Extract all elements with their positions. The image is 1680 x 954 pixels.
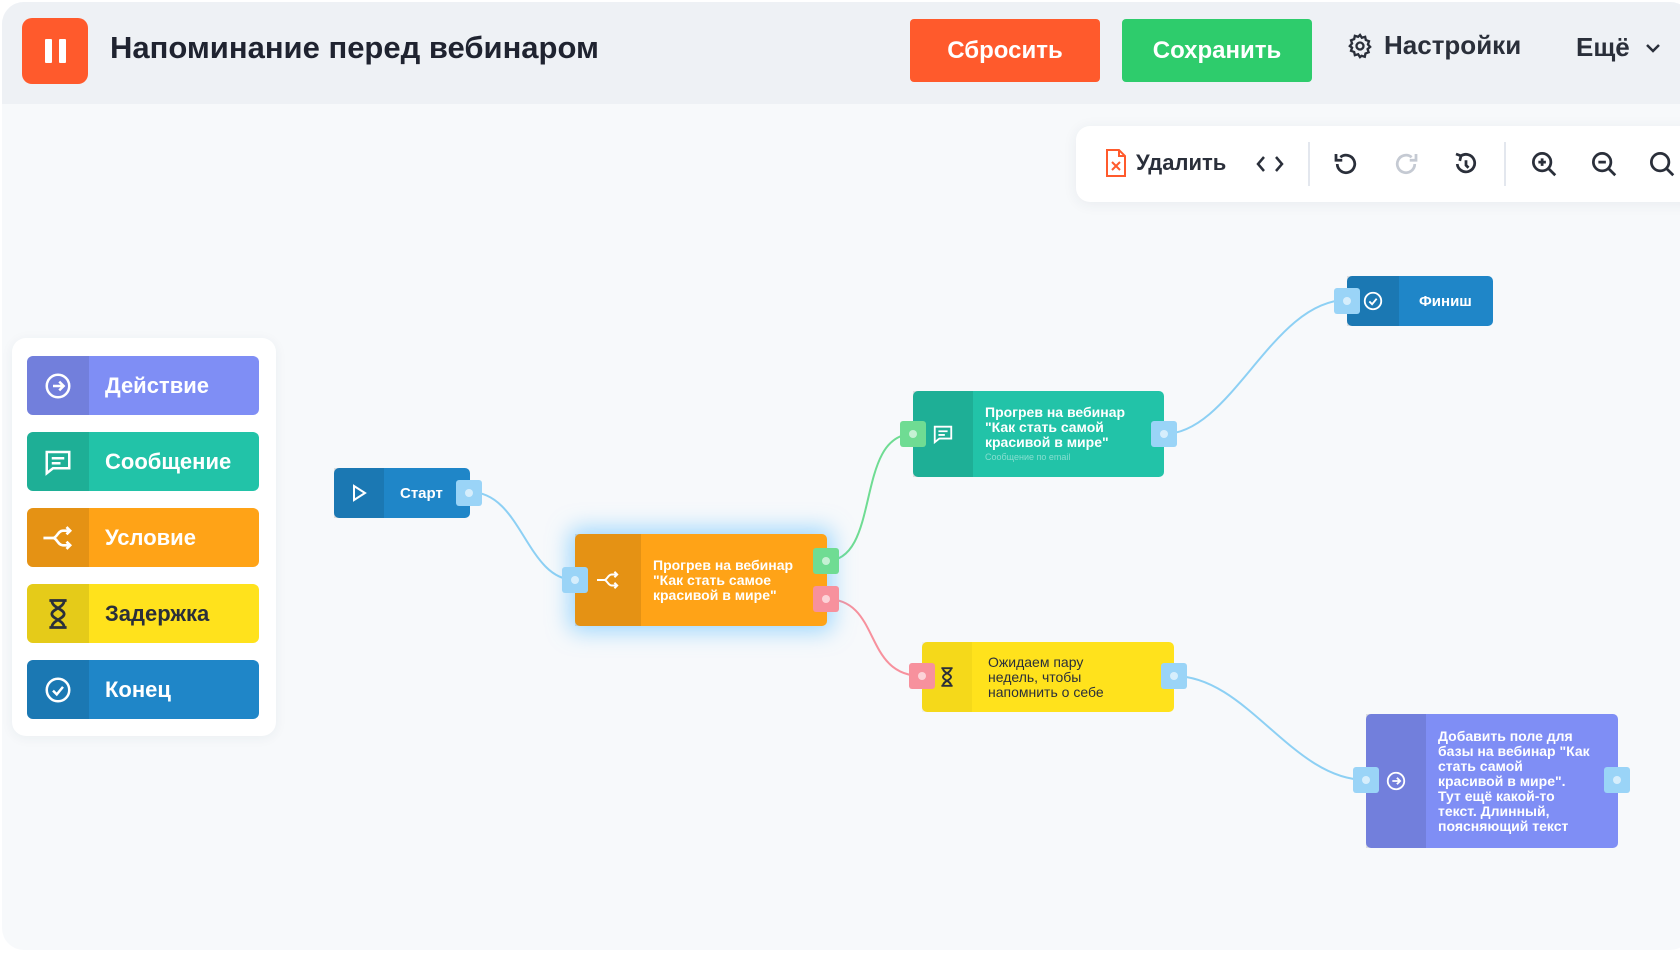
- node-text-line: Тут ещё какой-то: [1438, 787, 1555, 804]
- chevron-down-icon: [1645, 43, 1660, 53]
- node-text-line: Прогрев на вебинар: [653, 556, 794, 573]
- node-action-input-port[interactable]: [1353, 767, 1379, 793]
- node-finish-input-port[interactable]: [1334, 288, 1360, 314]
- node-delay[interactable]: Ожидаем пару недель, чтобы напомнить о с…: [922, 642, 1174, 712]
- undo-icon: [1334, 153, 1357, 175]
- node-action-output-port[interactable]: [1604, 767, 1630, 793]
- palette-item-label: Действие: [105, 372, 209, 398]
- zoom-in-button[interactable]: [1526, 146, 1562, 182]
- node-text-line: текст. Длинный,: [1438, 802, 1550, 819]
- zoom-out-icon: [1592, 152, 1617, 177]
- node-text-line: базы на вебинар "Как: [1438, 742, 1590, 759]
- canvas-toolbar: Удалить: [1076, 126, 1680, 202]
- node-start-output-port[interactable]: [456, 480, 482, 506]
- undo-button[interactable]: [1328, 146, 1364, 182]
- more-menu[interactable]: Ещё: [1576, 32, 1662, 63]
- palette-item-label: Задержка: [105, 600, 210, 626]
- node-finish-label: Финиш: [1419, 292, 1472, 310]
- node-text-line: "Как стать самое: [653, 571, 772, 588]
- palette-item-label: Сообщение: [105, 448, 232, 474]
- zoom-reset-button[interactable]: [1644, 146, 1680, 182]
- node-text-line: красивой в мире": [985, 433, 1109, 450]
- node-text-line: напомнить о себе: [988, 683, 1104, 700]
- node-condition-text: Прогрев на вебинар "Как стать самое крас…: [641, 534, 793, 626]
- settings-label: Настройки: [1384, 30, 1522, 60]
- node-finish[interactable]: Финиш: [1347, 276, 1493, 326]
- gear-icon: [1348, 32, 1372, 59]
- reset-button[interactable]: Сбросить: [910, 19, 1100, 82]
- palette-item-label: Конец: [105, 676, 171, 702]
- zoom-out-button[interactable]: [1586, 146, 1622, 182]
- palette-item-condition[interactable]: Условие: [27, 508, 259, 567]
- settings-button[interactable]: Настройки: [1346, 30, 1521, 61]
- node-delay-output-port[interactable]: [1161, 663, 1187, 689]
- node-text-line: Ожидаем пару: [988, 653, 1084, 670]
- pause-button[interactable]: [22, 18, 88, 84]
- delete-label: Удалить: [1136, 150, 1227, 175]
- palette-item-end[interactable]: Конец: [27, 660, 259, 719]
- node-text-line: недель, чтобы: [988, 668, 1082, 685]
- search-icon: [1650, 152, 1675, 177]
- page-title: Напоминание перед вебинаром: [110, 30, 599, 65]
- history-icon: [1455, 152, 1477, 174]
- history-button[interactable]: [1448, 146, 1484, 182]
- node-message-input-port[interactable]: [900, 421, 926, 447]
- action-icon: [27, 356, 89, 415]
- node-text-line: стать самой: [1438, 757, 1523, 774]
- connection-delay-action: [1173, 675, 1367, 781]
- redo-icon: [1395, 153, 1418, 175]
- connection-condition-message: [825, 433, 914, 562]
- toolbar-divider: [1308, 142, 1310, 186]
- code-icon: [1256, 156, 1284, 172]
- node-message[interactable]: Прогрев на вебинар "Как стать самой крас…: [913, 391, 1164, 477]
- node-text-line: красивой в мире".: [1438, 772, 1566, 789]
- node-start-label: Старт: [400, 484, 443, 502]
- toolbar-divider: [1504, 142, 1506, 186]
- code-view-button[interactable]: [1252, 146, 1288, 182]
- node-action[interactable]: Добавить поле для базы на вебинар "Как с…: [1366, 714, 1618, 848]
- save-button[interactable]: Сохранить: [1122, 19, 1312, 82]
- node-action-text: Добавить поле для базы на вебинар "Как с…: [1426, 714, 1590, 848]
- palette-item-action[interactable]: Действие: [27, 356, 259, 415]
- node-text-line: поясняющий текст: [1438, 817, 1569, 834]
- connection-start-condition: [469, 491, 576, 581]
- node-delay-text: Ожидаем пару недель, чтобы напомнить о с…: [972, 642, 1104, 712]
- zoom-in-icon: [1532, 152, 1557, 177]
- node-message-text: Прогрев на вебинар "Как стать самой крас…: [973, 391, 1125, 477]
- connection-message-finish: [1163, 299, 1348, 435]
- node-condition-input-port[interactable]: [562, 567, 588, 593]
- delete-file-icon: [1106, 149, 1126, 177]
- node-text-line: Прогрев на вебинар: [985, 403, 1126, 420]
- palette-item-message[interactable]: Сообщение: [27, 432, 259, 491]
- node-text-line: красивой в мире": [653, 586, 777, 603]
- pause-icon: [44, 39, 52, 63]
- node-delay-input-port[interactable]: [909, 663, 935, 689]
- pause-icon: [58, 39, 66, 63]
- node-start[interactable]: Старт: [334, 468, 470, 518]
- node-text-line: Добавить поле для: [1438, 727, 1573, 744]
- connection-condition-delay: [825, 598, 923, 677]
- check-circle-icon: [27, 660, 89, 719]
- palette-item-label: Условие: [105, 524, 196, 550]
- play-icon: [334, 468, 384, 518]
- node-message-output-port[interactable]: [1151, 421, 1177, 447]
- node-message-subtitle: Сообщение по email: [985, 451, 1071, 462]
- message-icon: [27, 432, 89, 491]
- more-label: Ещё: [1576, 32, 1630, 62]
- node-text-line: "Как стать самой: [985, 418, 1104, 435]
- branch-icon: [27, 508, 89, 567]
- delete-button[interactable]: Удалить: [1104, 148, 1226, 178]
- node-palette: Действие Сообщение Условие Задержка Коне…: [12, 338, 276, 736]
- header-bar: Напоминание перед вебинаром Сбросить Сох…: [2, 2, 1680, 104]
- node-condition-true-port[interactable]: [813, 548, 839, 574]
- redo-button[interactable]: [1388, 146, 1424, 182]
- hourglass-icon: [27, 584, 89, 643]
- palette-item-delay[interactable]: Задержка: [27, 584, 259, 643]
- node-condition-false-port[interactable]: [813, 586, 839, 612]
- node-condition[interactable]: Прогрев на вебинар "Как стать самое крас…: [575, 534, 827, 626]
